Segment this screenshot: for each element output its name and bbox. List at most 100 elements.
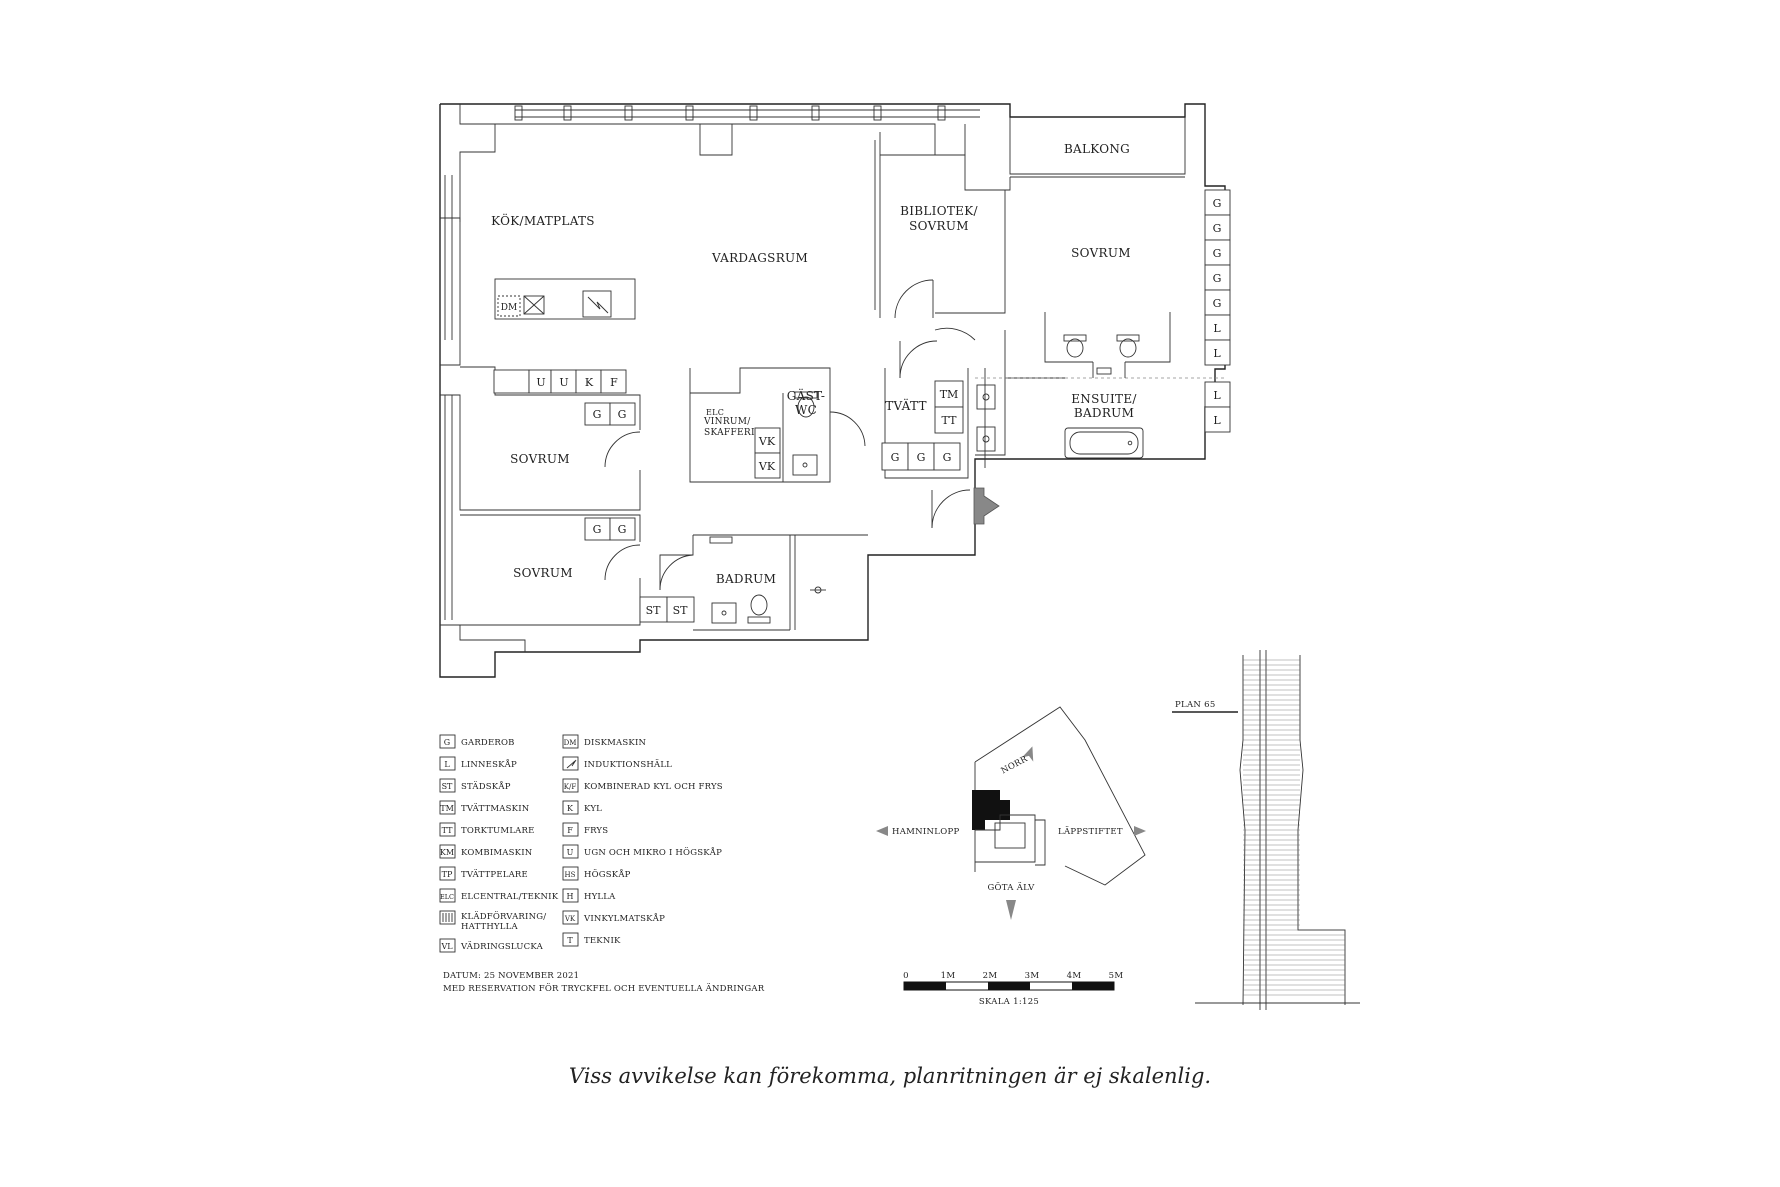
cabinet-code-g-t2: G [917,451,926,464]
plan-label: PLAN 65 [1175,700,1216,710]
legend-key-right-3: K [567,804,574,813]
legend-label-left-9: VÄDRINGSLUCKA [460,940,544,952]
legend-key-left-6: TP [442,870,453,879]
room-label-sovrum-2: SOVRUM [513,566,573,580]
legend-label-left-7: ELCENTRAL/TEKNIK [461,892,559,902]
legend-key-left-5: KM [440,848,454,857]
legend-key-left-2: ST [442,782,453,791]
cabinet-code-l-m2: L [1213,347,1221,360]
legend: G L ST TM TT KM TP ELC VL GARDEROB LINNE… [439,734,765,994]
legend-label-left-8: KLÄDFÖRVARING/ [461,910,546,922]
legend-key-right-6: HS [565,871,576,879]
cabinet-code-g-s1a: G [593,408,602,421]
legend-key-right-7: H [567,892,574,901]
legend-label-left-0: GARDEROB [461,738,515,748]
legend-label-right-5: UGN OCH MIKRO I HÖGSKÅP [584,846,722,858]
room-label-sovrum-main: SOVRUM [1071,246,1131,260]
cabinet-code-l-e1: L [1213,389,1221,402]
cabinet-code-g-m4: G [1213,272,1222,285]
room-label-tvatt: TVÄTT [885,397,927,413]
legend-label-left-6: TVÄTTPELARE [461,868,528,880]
cabinet-code-st2: ST [673,604,689,617]
cabinet-code-tt: TT [942,414,958,427]
site-map-west: HAMNINLOPP [892,827,960,837]
cabinet-code-k: K [585,376,594,389]
room-label-gastwc-1: GÄST- [787,387,825,403]
scale-tick-4: 4M [1067,971,1082,981]
legend-label-left-3: TVÄTTMASKIN [461,802,530,814]
footer-date: DATUM: 25 NOVEMBER 2021 [443,971,579,981]
scale-tick-1: 1M [941,971,956,981]
room-label-badrum: BADRUM [716,572,776,586]
tower-elevation: PLAN 65 [1172,650,1360,1010]
room-label-ensuite-1: ENSUITE/ [1071,392,1137,406]
room-label-balkong: BALKONG [1064,142,1130,156]
legend-label-right-3: KYL [584,804,602,814]
cabinet-code-u1: U [536,376,545,389]
legend-key-left-0: G [444,738,450,747]
legend-key-right-0: DM [564,739,577,747]
room-label-ensuite-2: BADRUM [1074,406,1134,420]
cabinet-code-g-m2: G [1213,222,1222,235]
site-map-east: LÄPPSTIFTET [1058,825,1123,837]
cabinet-code-g-m5: G [1213,297,1222,310]
legend-key-right-8: VK [564,915,576,923]
legend-label-right-7: HYLLA [584,892,616,902]
tower-floor-lines [1243,659,1345,996]
scale-tick-2: 2M [983,971,998,981]
cabinet-code-vk1: VK [758,435,776,448]
legend-label-right-6: HÖGSKÅP [584,868,631,880]
legend-key-right-5: U [567,848,574,857]
scale-label: SKALA 1:125 [979,997,1039,1007]
legend-key-left-9: VL [440,942,453,951]
scale-tick-3: 3M [1025,971,1040,981]
legend-label-right-4: FRYS [584,826,608,836]
cabinet-code-g-s1b: G [618,408,627,421]
legend-label-left-8b: HATTHYLLA [461,922,518,932]
cabinet-code-g-t1: G [891,451,900,464]
room-label-bibliotek-1: BIBLIOTEK/ [900,204,978,218]
site-map-south: GÖTA ÄLV [987,881,1035,893]
room-label-sovrum-1: SOVRUM [510,452,570,466]
legend-key-right-2: K/F [564,783,577,791]
legend-label-left-1: LINNESKÅP [461,758,517,770]
cabinet-code-elc: ELC [706,408,724,417]
disclaimer-caption: Viss avvikelse kan förekomma, planritnin… [568,1064,1212,1088]
scale-tick-0: 0 [903,971,909,981]
cabinet-code-vk2: VK [758,460,776,473]
footer-reservation: MED RESERVATION FÖR TRYCKFEL OCH EVENTUE… [443,982,765,994]
cabinet-code-g-t3: G [943,451,952,464]
cabinet-code-dm: DM [501,303,517,313]
legend-key-left-1: L [444,760,450,769]
cabinet-code-g-s2b: G [618,523,627,536]
cabinets: U U K F G G G G ST ST VK VK ELC G G G [493,189,1231,623]
cabinet-code-tm: TM [940,388,959,401]
cabinet-code-g-s2a: G [593,523,602,536]
cabinet-code-l-e2: L [1213,414,1221,427]
room-label-bibliotek-2: SOVRUM [909,219,969,233]
legend-label-left-4: TORKTUMLARE [461,826,535,836]
cabinet-code-g-m3: G [1213,247,1222,260]
cabinet-code-u2: U [559,376,568,389]
legend-label-right-9: TEKNIK [584,936,621,946]
room-label-vinrum-2: SKAFFERI [704,428,755,438]
legend-label-right-8: VINKYLMATSKÅP [583,912,665,924]
cabinet-code-st1: ST [646,604,662,617]
scale-bar: 0 1M 2M 3M 4M 5M SKALA 1:125 [903,971,1123,1007]
legend-label-right-2: KOMBINERAD KYL OCH FRYS [584,782,723,792]
legend-key-right-9: T [567,936,573,945]
site-map: NORR HAMNINLOPP LÄPPSTIFTET GÖTA ÄLV [876,706,1146,920]
room-label-vardagsrum: VARDAGSRUM [711,251,808,265]
legend-key-left-3: TM [440,804,454,813]
legend-label-right-1: INDUKTIONSHÄLL [584,758,672,770]
room-label-kok: KÖK/MATPLATS [491,212,595,228]
legend-key-left-7: ELC [440,893,454,901]
scale-tick-5: 5M [1109,971,1124,981]
room-label-vinrum-1: VINRUM/ [703,417,751,427]
legend-label-left-2: STÄDSKÅP [461,780,511,792]
site-map-north: NORR [1000,754,1030,776]
legend-label-left-5: KOMBIMASKIN [461,848,533,858]
balcony: BALKONG [1009,117,1186,178]
legend-key-right-4: F [567,826,573,835]
